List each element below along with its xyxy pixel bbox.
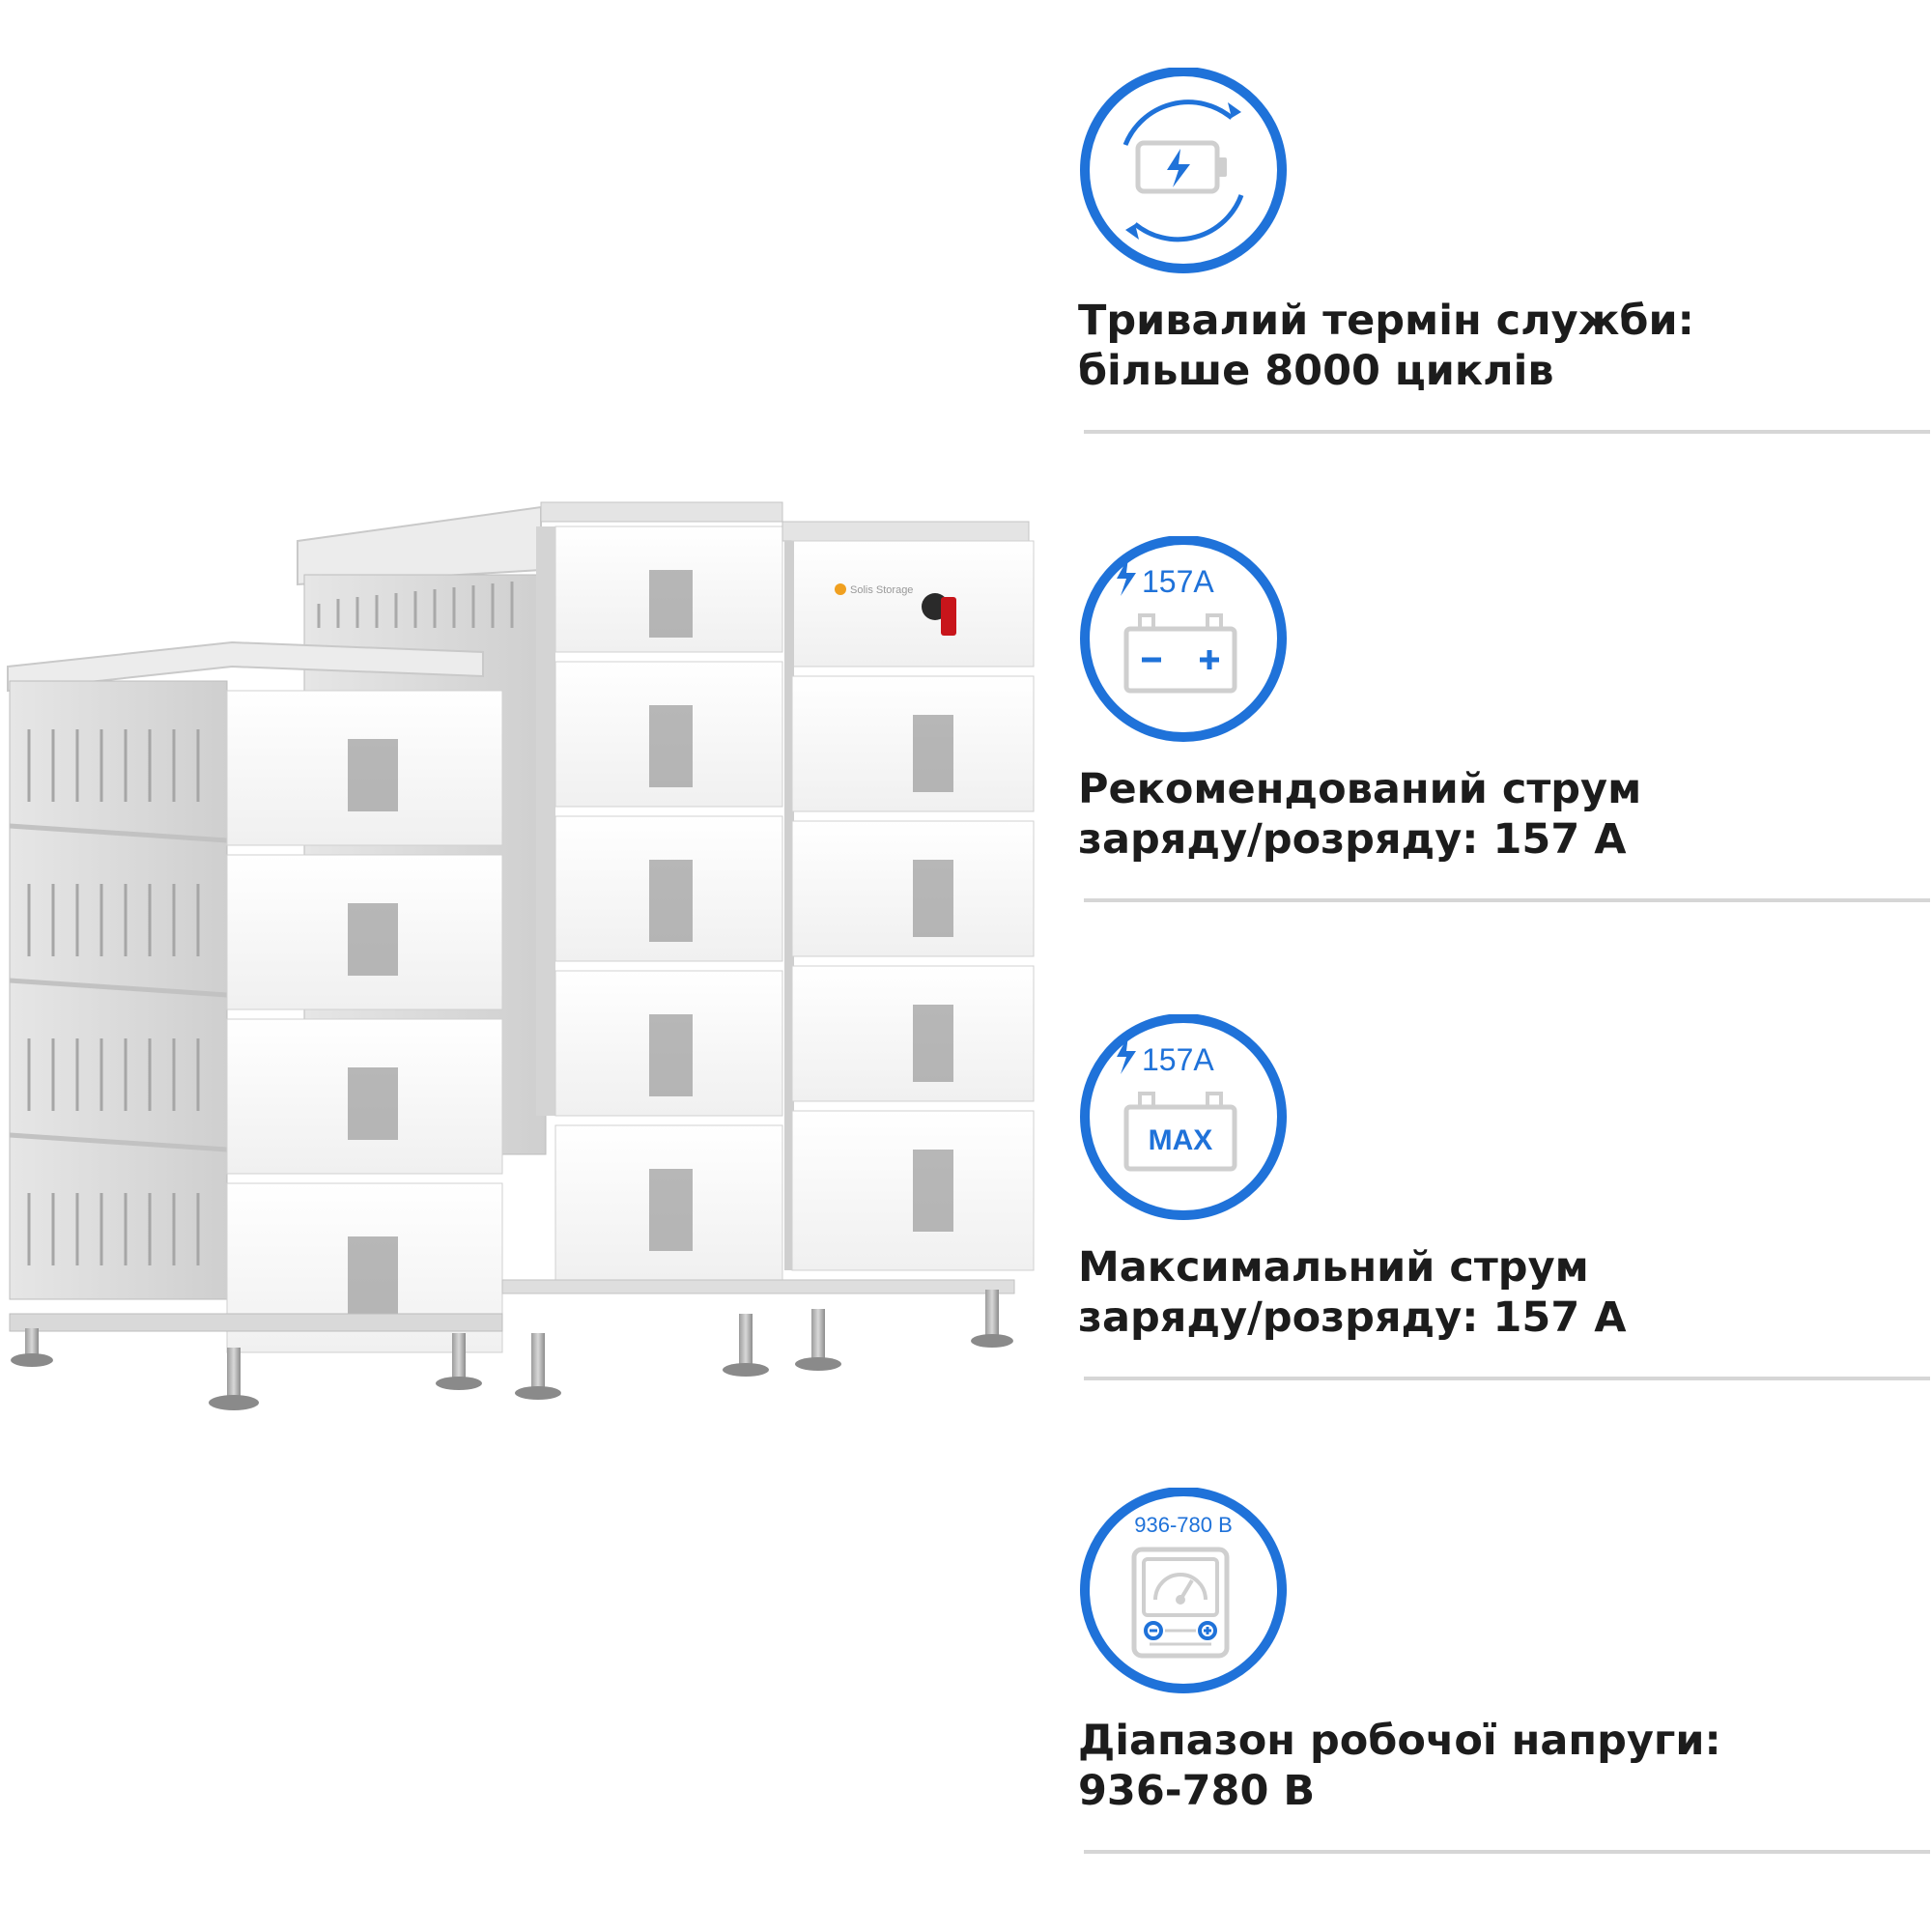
front-rack — [7, 640, 1015, 1353]
voltage-badge-text: 936-780 В — [1134, 1513, 1233, 1537]
middle-column — [536, 501, 783, 1281]
feature-title: Рекомендований струм заряду/розряду: 157… — [1078, 765, 1642, 864]
feature-divider — [1084, 430, 1930, 434]
lightning-icon — [1117, 1036, 1136, 1074]
feature-list: Тривалий термін служби: більше 8000 цикл… — [1072, 0, 1932, 1932]
feature-title: Максимальний струм заряду/розряду: 157 А — [1078, 1243, 1627, 1342]
voltmeter-icon: 936-780 В — [1080, 1488, 1287, 1693]
feature-divider — [1084, 1377, 1930, 1380]
max-badge-text: MAX — [1149, 1124, 1213, 1156]
battery-current-icon: 157A — [1080, 536, 1287, 742]
brand-label: Solis Storage — [850, 584, 913, 596]
feature-divider — [1084, 1850, 1930, 1854]
right-column: Solis Storage — [781, 521, 1035, 1271]
feature-title: Тривалий термін служби: більше 8000 цикл… — [1078, 297, 1694, 395]
current-badge-text: 157A — [1142, 1042, 1214, 1077]
lightning-icon — [1117, 557, 1136, 596]
current-badge-text: 157A — [1142, 564, 1214, 599]
feature-title: Діапазон робочої напруги: 936-780 В — [1078, 1717, 1721, 1815]
switch-handle-icon — [922, 593, 956, 636]
battery-cycle-icon — [1080, 68, 1287, 273]
battery-max-current-icon: 157A MAX — [1080, 1014, 1287, 1220]
product-image: Solis Storage — [0, 483, 1053, 1449]
rack-feet — [11, 1290, 1013, 1410]
feature-divider — [1084, 898, 1930, 902]
brand-logo-icon — [835, 583, 846, 595]
